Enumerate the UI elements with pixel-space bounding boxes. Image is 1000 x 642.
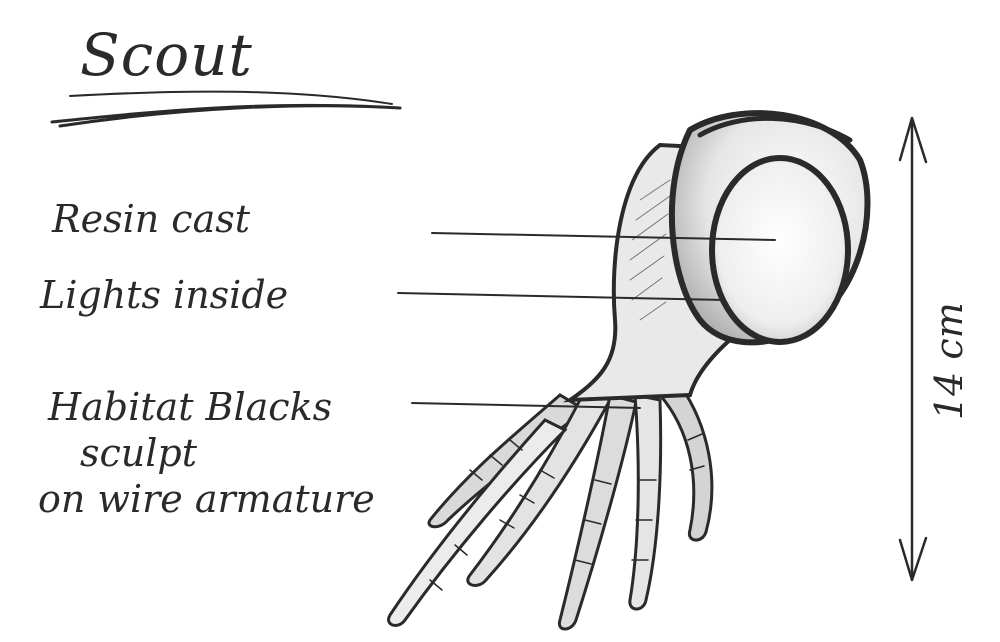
annotation-habitat-line-2: sculpt <box>80 431 198 475</box>
annotation-habitat: Habitat Blacks sculpt on wire armature <box>38 385 375 521</box>
scout-creature-drawing <box>389 113 868 629</box>
title-underline-stroke <box>70 92 392 104</box>
annotation-habitat-line-3: on wire armature <box>38 477 375 521</box>
annotation-lights-label: Lights inside <box>39 273 288 317</box>
dimension-label: 14 cm <box>927 302 971 420</box>
annotation-lights: Lights inside <box>39 273 288 317</box>
dimension-indicator: 14 cm <box>900 118 971 580</box>
annotation-resin-label: Resin cast <box>51 197 251 241</box>
annotation-resin: Resin cast <box>51 197 251 241</box>
title: Scout <box>80 21 253 89</box>
annotation-habitat-line-1: Habitat Blacks <box>47 385 332 429</box>
creature-lens <box>712 158 848 342</box>
tentacles <box>389 385 712 629</box>
title-underline <box>52 105 400 126</box>
